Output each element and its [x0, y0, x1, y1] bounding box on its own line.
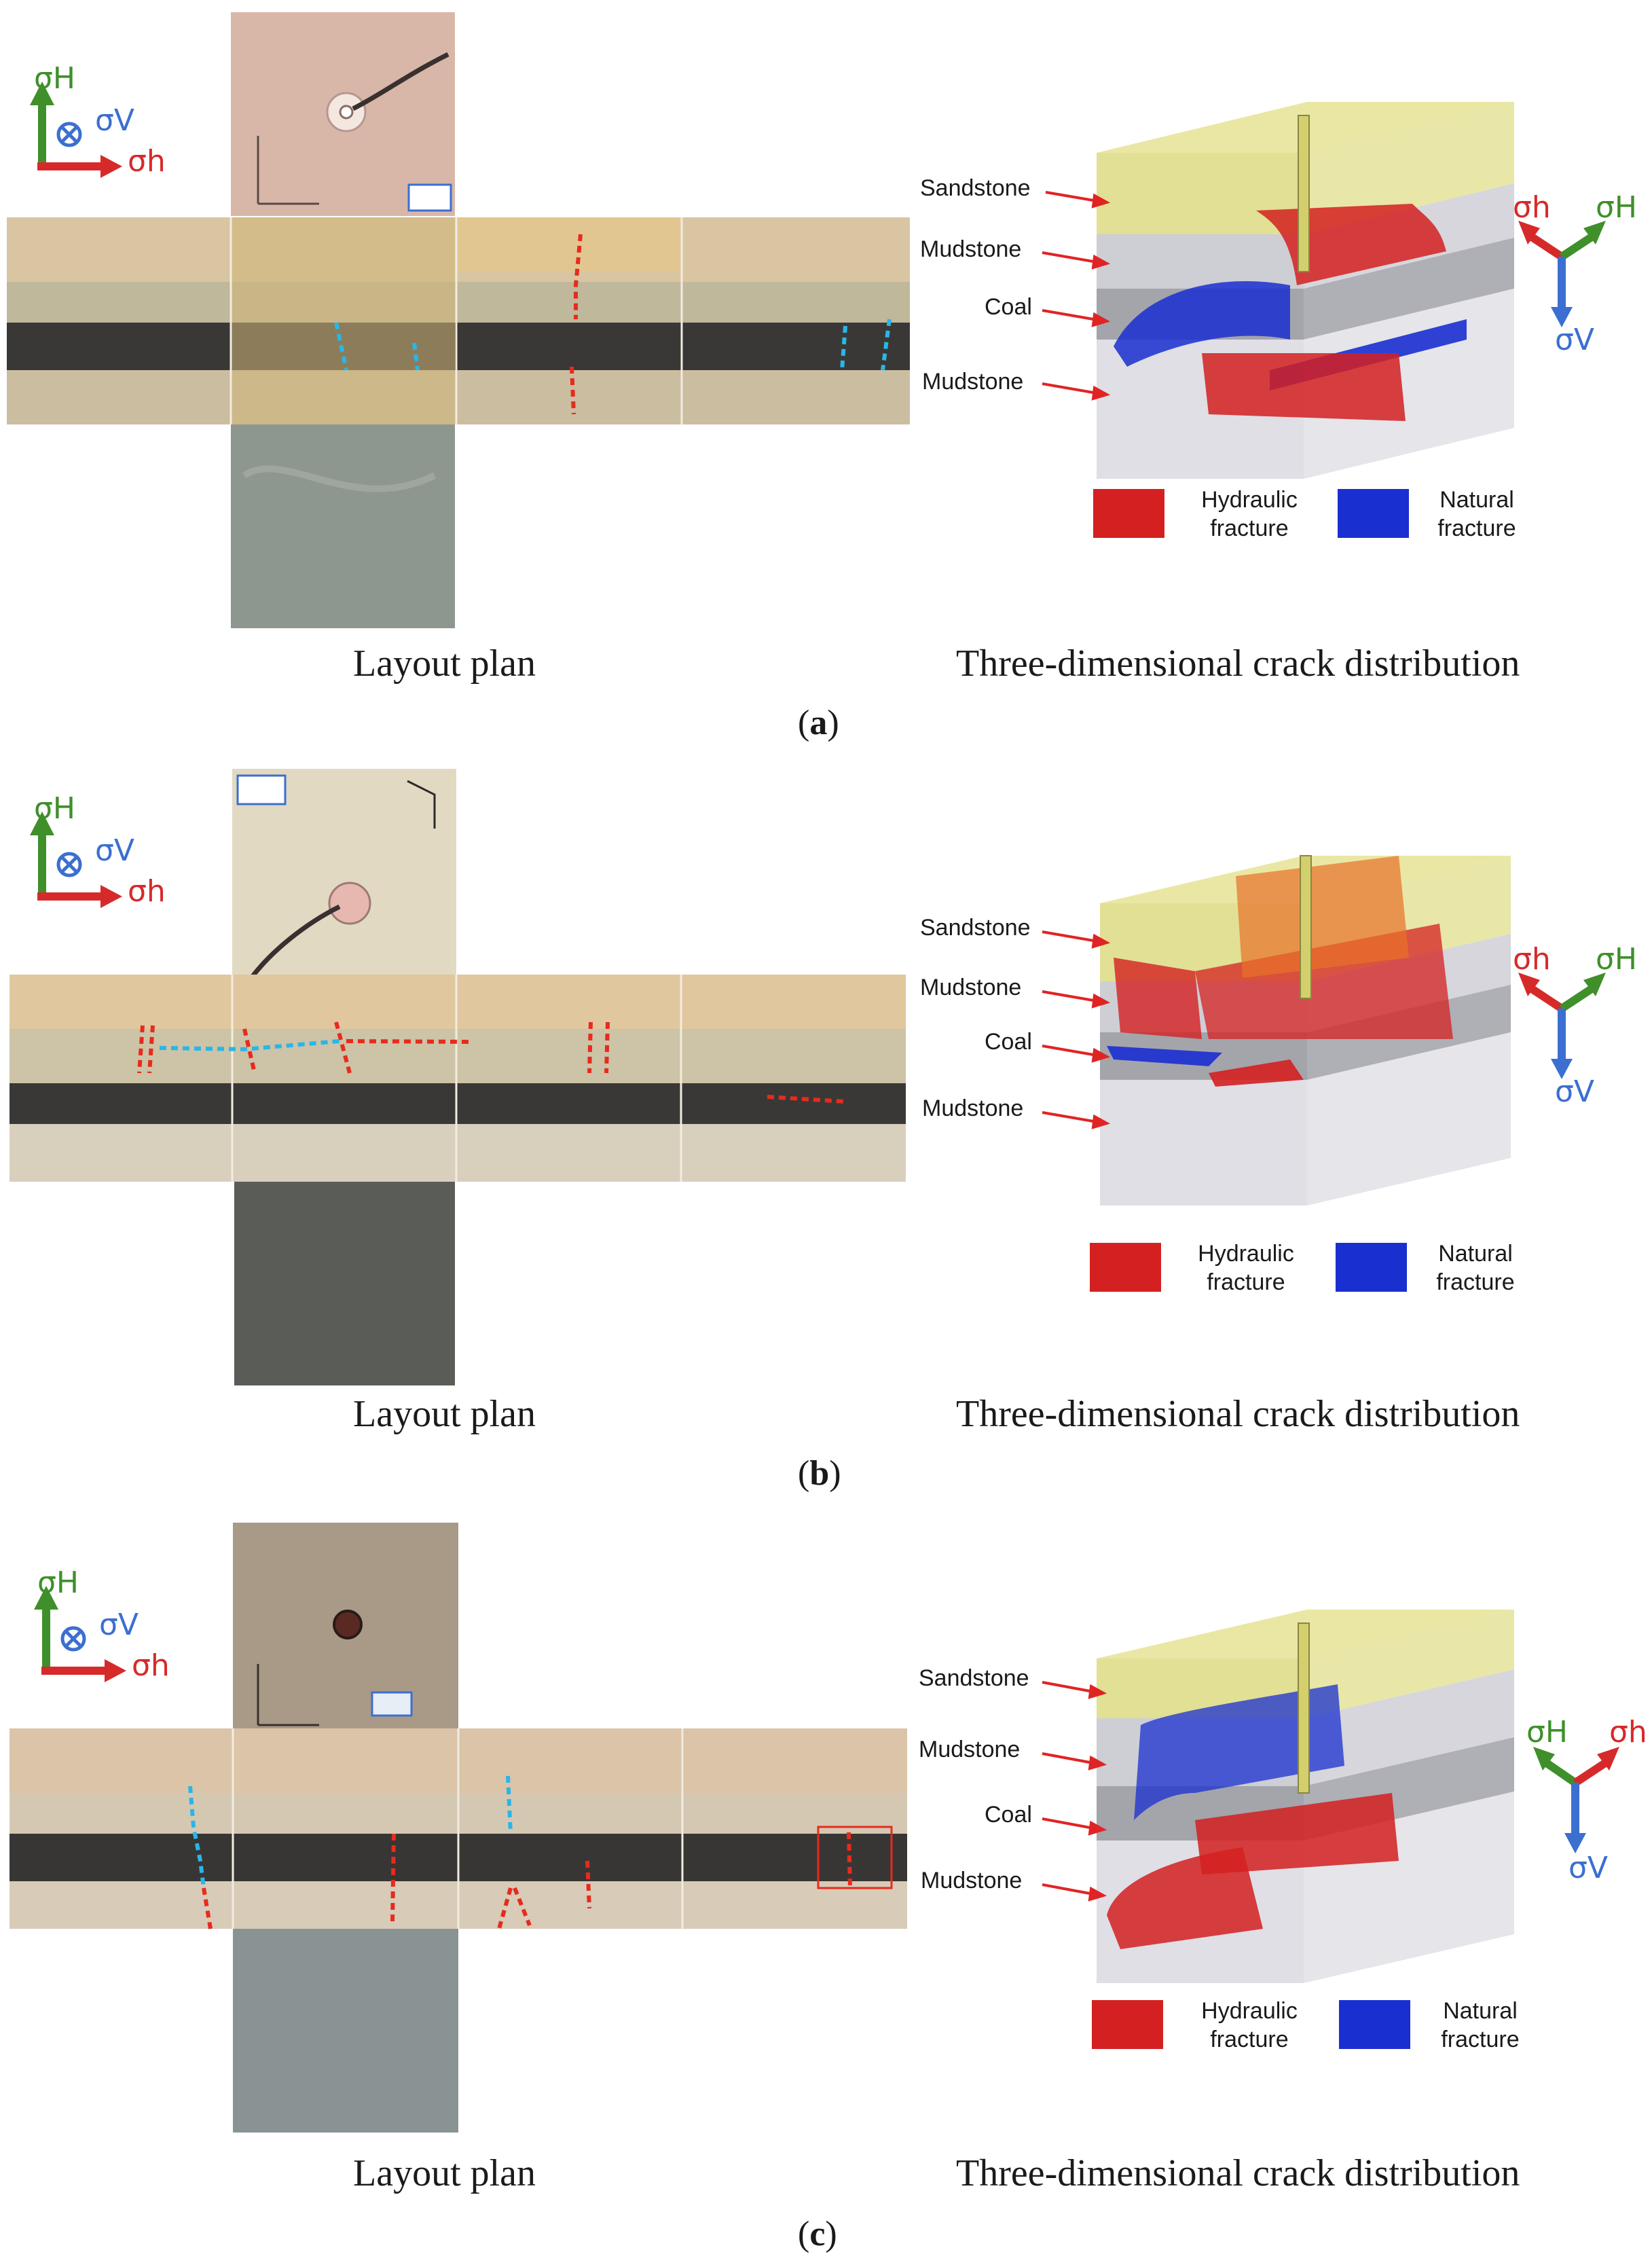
panel-a: σH σV σh Sandstone Mudstone Coal Mudston… [0, 0, 1652, 754]
sigma-V-3d: σV [1555, 1074, 1594, 1109]
sigma-H-2d: σH [34, 61, 75, 96]
block-3d [1097, 102, 1514, 479]
panel-b: σH σV σh Sandstone Mudstone Coal Mudston… [0, 754, 1652, 1508]
layer-label-coal: Coal [985, 294, 1032, 320]
legend-natural-label: Natural fracture [1437, 487, 1516, 541]
legend-hydraulic-label: Hydraulic fracture [1198, 1241, 1294, 1295]
caption-layout-plan: Layout plan [353, 1393, 536, 1435]
layer-label-mudstone-upper: Mudstone [919, 1737, 1021, 1762]
block-3d [1097, 1610, 1514, 1983]
specimen-side-faces [10, 1728, 907, 1929]
layer-label-coal: Coal [985, 1802, 1032, 1828]
legend-natural-swatch [1336, 1243, 1407, 1292]
layer-label-arrows [1042, 191, 1111, 401]
sigma-h-3d: σh [1513, 190, 1551, 225]
panel-b-graphics [10, 769, 1606, 1385]
caption-3d-crack: Three-dimensional crack distribution [956, 642, 1520, 685]
stress-axes-2d [30, 812, 122, 908]
panel-letter-a: (a) [798, 704, 839, 742]
layer-label-mudstone-lower: Mudstone [921, 1868, 1023, 1893]
stress-axes-3d [1518, 973, 1606, 1079]
legend-hydraulic-label: Hydraulic fracture [1201, 487, 1298, 541]
caption-layout-plan: Layout plan [353, 2152, 536, 2194]
layer-label-mudstone-lower: Mudstone [922, 1095, 1024, 1121]
sigma-V-3d: σV [1555, 323, 1594, 357]
stress-axes-2d [30, 81, 122, 178]
specimen-bottom-face [234, 1182, 455, 1385]
caption-3d-crack: Three-dimensional crack distribution [956, 2152, 1520, 2194]
panel-letter-c: (c) [798, 2215, 837, 2253]
stress-axes-3d [1533, 1747, 1619, 1853]
caption-layout-plan: Layout plan [353, 642, 536, 685]
legend-hydraulic-swatch [1092, 2000, 1163, 2049]
panel-letter-b: (b) [798, 1454, 841, 1493]
legend-natural-label: Natural fracture [1436, 1241, 1515, 1295]
layer-label-sandstone: Sandstone [920, 915, 1031, 941]
specimen-top-face [231, 12, 455, 216]
specimen-top-face [233, 1523, 458, 1740]
sigma-h-3d: σh [1513, 942, 1551, 977]
legend-hydraulic-label: Hydraulic fracture [1201, 1998, 1298, 2052]
sigma-h-2d: σh [132, 1648, 170, 1683]
layer-label-mudstone-upper: Mudstone [920, 975, 1022, 1000]
panel-a-graphics [7, 12, 1606, 628]
layer-label-sandstone: Sandstone [920, 175, 1031, 201]
sigma-V-3d: σV [1568, 1851, 1608, 1885]
sigma-V-2d: σV [95, 833, 134, 868]
specimen-bottom-face [231, 424, 455, 628]
panel-c: σH σV σh Sandstone Mudstone Coal Mudston… [0, 1508, 1652, 2262]
sigma-H-2d: σH [34, 791, 75, 826]
legend-hydraulic-swatch [1090, 1243, 1161, 1292]
caption-3d-crack: Three-dimensional crack distribution [956, 1393, 1520, 1435]
layer-label-arrows [1042, 930, 1111, 1129]
sigma-h-3d: σh [1609, 1715, 1647, 1749]
sigma-h-2d: σh [128, 874, 166, 909]
sigma-H-3d: σH [1526, 1715, 1568, 1749]
sigma-h-2d: σh [128, 144, 166, 179]
specimen-top-face [232, 769, 456, 986]
layer-label-mudstone-upper: Mudstone [920, 236, 1022, 262]
sigma-H-2d: σH [37, 1565, 79, 1600]
legend-natural-swatch [1338, 489, 1409, 538]
legend-hydraulic-swatch [1093, 489, 1164, 538]
specimen-side-faces [7, 217, 910, 424]
panel-c-graphics [10, 1523, 1619, 2133]
sigma-H-3d: σH [1596, 942, 1637, 977]
specimen-side-faces [10, 975, 906, 1182]
legend-natural-swatch [1339, 2000, 1410, 2049]
stress-axes-2d [34, 1586, 126, 1682]
layer-label-coal: Coal [985, 1029, 1032, 1055]
sigma-H-3d: σH [1596, 190, 1637, 225]
block-3d [1100, 855, 1511, 1205]
stress-axes-3d [1518, 221, 1606, 327]
layer-label-sandstone: Sandstone [919, 1665, 1029, 1691]
legend-natural-label: Natural fracture [1441, 1998, 1520, 2052]
layer-label-arrows [1042, 1681, 1107, 1902]
sigma-V-2d: σV [99, 1608, 139, 1642]
layer-label-mudstone-lower: Mudstone [922, 369, 1024, 395]
specimen-bottom-face [233, 1929, 458, 2133]
sigma-V-2d: σV [95, 103, 134, 138]
